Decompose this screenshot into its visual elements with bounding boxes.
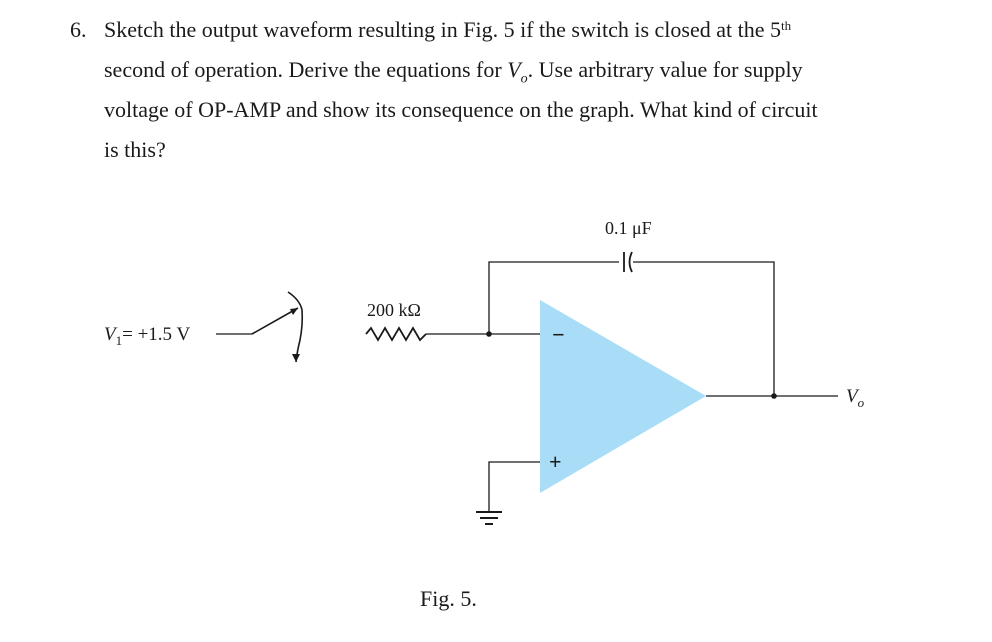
inverting-input-sign: − [552,322,565,347]
ground-icon [476,511,502,525]
junction-node-output [771,393,777,399]
resistor-label: 200 kΩ [367,300,421,320]
question-number: 6. [70,17,87,42]
feedback-wire-right [633,261,775,396]
output-voltage-variable: Vo [507,57,528,87]
noninverting-input-sign: + [549,449,562,474]
op-amp-triangle [540,300,706,493]
resistor-symbol [365,326,427,342]
ordinal-suffix: th [781,18,792,33]
question-line-1-text: Sketch the output waveform resulting in … [104,17,781,42]
question-line-2: second of operation. Derive the equation… [104,50,803,99]
input-voltage-label: V1= +1.5 V [104,324,190,348]
switch-symbol [251,291,304,363]
capacitor-label: 0.1 μF [605,218,652,238]
question-line-1: Sketch the output waveform resulting in … [104,10,791,50]
question-line-3: voltage of OP-AMP and show its consequen… [104,97,818,122]
noninverting-input-wire [488,461,540,512]
feedback-wire-left [488,261,619,334]
output-voltage-label: Vo [846,386,865,410]
capacitor-symbol [623,251,633,273]
question-line-4: is this? [104,137,166,162]
question-line-2-text-end: . Use arbitrary value for supply [527,57,803,82]
question-line-2-text-start: second of operation. Derive the equation… [104,57,508,82]
figure-caption: Fig. 5. [420,586,477,611]
